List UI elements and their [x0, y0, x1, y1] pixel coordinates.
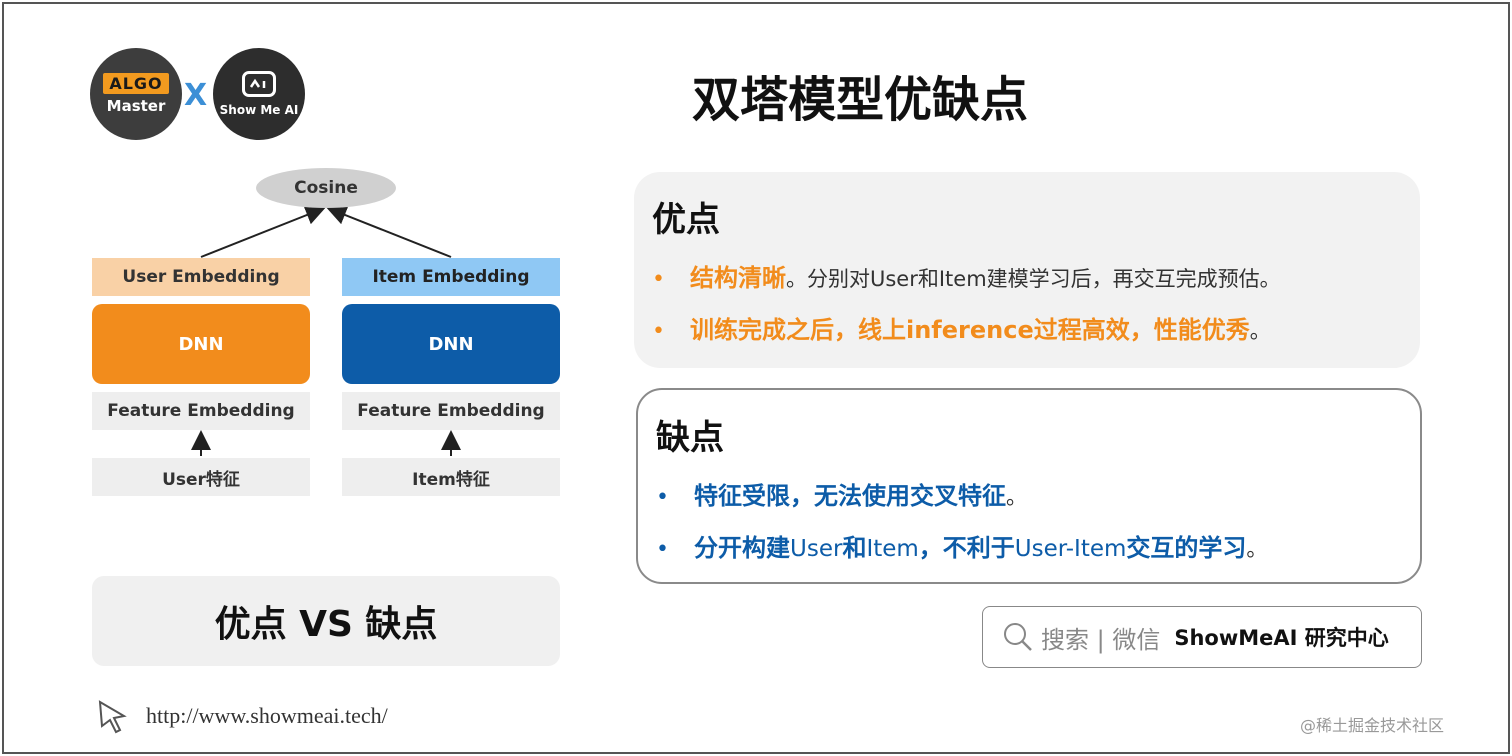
algo-logo-sub: Master — [106, 97, 166, 115]
url-row[interactable]: http://www.showmeai.tech/ — [92, 696, 388, 736]
logo-x-mark: X — [184, 78, 207, 113]
pros-item: • 结构清晰 。分别对User和Item建模学习后，再交互完成预估。 — [652, 258, 1281, 293]
pros-item-text: 。分别对User和Item建模学习后，再交互完成预估。 — [786, 267, 1281, 291]
bullet-dot: • — [656, 537, 669, 562]
item-feature-box: Item特征 — [342, 458, 560, 496]
bullet-dot: • — [656, 485, 669, 510]
site-url-link[interactable]: http://www.showmeai.tech/ — [146, 703, 388, 728]
cons-item-term: User-Item — [1014, 536, 1127, 562]
pros-item-text: 。 — [1249, 319, 1271, 343]
cons-panel: 缺点 • 特征受限，无法使用交叉特征 。 • 分开构建 User 和 Item … — [636, 388, 1422, 584]
user-dnn-box: DNN — [92, 304, 310, 384]
page-title: 双塔模型优缺点 — [691, 72, 1028, 128]
cons-item-text: 。 — [1246, 537, 1268, 561]
cons-item: • 分开构建 User 和 Item ，不利于 User-Item 交互的学习 … — [656, 528, 1267, 563]
user-feature-box: User特征 — [92, 458, 310, 496]
cons-item-highlight: 分开构建 — [694, 534, 790, 562]
x-mark-text: X — [184, 78, 208, 113]
item-dnn-box: DNN — [342, 304, 560, 384]
pros-item-highlight: 结构清晰 — [690, 264, 786, 292]
wechat-search-box[interactable]: 搜索 | 微信 ShowMeAI 研究中心 — [982, 606, 1422, 668]
cons-heading: 缺点 — [656, 418, 724, 458]
user-embedding-box: User Embedding — [92, 258, 310, 296]
item-embedding-box: Item Embedding — [342, 258, 560, 296]
user-feature-embedding-box: Feature Embedding — [92, 392, 310, 430]
cons-item-term: User — [790, 536, 843, 562]
cons-item-text: 。 — [1006, 485, 1027, 509]
search-icon — [1004, 623, 1032, 651]
robot-face-icon — [249, 78, 266, 88]
pros-panel: 优点 • 结构清晰 。分别对User和Item建模学习后，再交互完成预估。 • … — [634, 172, 1420, 368]
pros-item: • 训练完成之后，线上inference过程高效，性能优秀 。 — [652, 310, 1271, 345]
pros-vs-cons-label: 优点 VS 缺点 — [92, 576, 560, 666]
watermark: @稀土掘金技术社区 — [1300, 716, 1445, 735]
cosine-node: Cosine — [256, 168, 396, 208]
item-feature-embedding-box: Feature Embedding — [342, 392, 560, 430]
arrow-user-to-cosine — [200, 205, 326, 258]
bullet-dot: • — [652, 319, 665, 344]
search-wechat-text: 搜索 | 微信 — [1041, 625, 1161, 654]
arrow-item-to-cosine — [326, 205, 452, 258]
showmeai-logo-sub: Show Me AI — [219, 103, 299, 117]
algo-logo-tag: ALGO — [103, 73, 169, 94]
cons-item-highlight: 交互的学习 — [1126, 534, 1247, 562]
bullet-dot: • — [652, 267, 665, 292]
search-brand-text: ShowMeAI 研究中心 — [1174, 626, 1389, 650]
pros-item-highlight: 训练完成之后，线上inference过程高效，性能优秀 — [690, 316, 1250, 344]
robot-screen-icon — [242, 71, 276, 97]
showmeai-logo: Show Me AI — [213, 48, 305, 140]
cons-item: • 特征受限，无法使用交叉特征 。 — [656, 476, 1027, 511]
cons-item-highlight: 和 — [842, 534, 867, 562]
cons-item-term: Item — [866, 536, 919, 562]
cursor-click-icon — [98, 700, 127, 734]
algo-master-logo: ALGO Master — [90, 48, 182, 140]
cons-item-highlight: 特征受限，无法使用交叉特征 — [694, 482, 1006, 510]
cons-item-highlight: ，不利于 — [918, 534, 1015, 562]
pros-heading: 优点 — [652, 200, 720, 240]
